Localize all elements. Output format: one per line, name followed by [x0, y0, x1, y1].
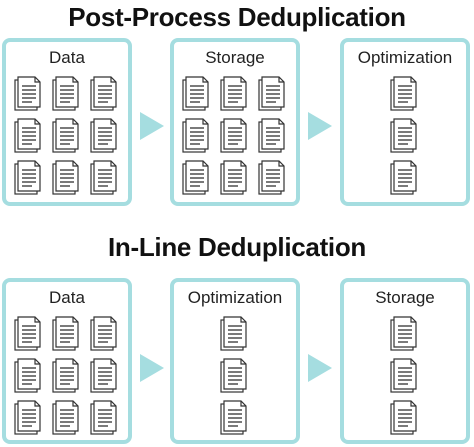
- panel-label: Data: [49, 48, 85, 67]
- in-line-optimization-panel: Optimization: [170, 278, 300, 444]
- document-icon: [52, 358, 80, 394]
- document-icon: [220, 76, 248, 112]
- arrow-icon: [140, 112, 164, 140]
- document-icon: [90, 160, 118, 196]
- document-icon: [390, 400, 418, 436]
- document-icon: [220, 316, 248, 352]
- panel-label: Storage: [205, 48, 265, 67]
- document-icon: [220, 118, 248, 154]
- document-icon: [258, 118, 286, 154]
- document-icon: [14, 316, 42, 352]
- document-icon: [52, 76, 80, 112]
- panel-label: Optimization: [187, 288, 283, 307]
- post-process-optimization-panel: Optimization: [340, 38, 470, 206]
- document-icon: [14, 118, 42, 154]
- post-process-title: Post-Process Deduplication: [68, 2, 406, 32]
- document-icon: [52, 118, 80, 154]
- document-icon: [390, 76, 418, 112]
- post-process-storage-panel: Storage: [170, 38, 300, 206]
- panel-label: Storage: [375, 288, 435, 307]
- document-icon: [90, 400, 118, 436]
- panel-label: Optimization: [357, 48, 453, 67]
- document-icon: [52, 160, 80, 196]
- document-icon: [390, 160, 418, 196]
- document-icon: [14, 76, 42, 112]
- document-icon: [90, 358, 118, 394]
- in-line-data-panel: Data: [2, 278, 132, 444]
- post-process-data-panel: Data: [2, 38, 132, 206]
- document-icon: [390, 316, 418, 352]
- panel-label: Data: [49, 288, 85, 307]
- document-icon: [14, 358, 42, 394]
- document-icon: [258, 76, 286, 112]
- document-icon: [182, 160, 210, 196]
- document-icon: [14, 160, 42, 196]
- document-icon: [90, 316, 118, 352]
- arrow-icon: [140, 354, 164, 382]
- document-icon: [220, 160, 248, 196]
- document-icon: [90, 118, 118, 154]
- document-icon: [182, 76, 210, 112]
- arrow-icon: [308, 354, 332, 382]
- document-icon: [182, 118, 210, 154]
- document-icon: [14, 400, 42, 436]
- document-icon: [90, 76, 118, 112]
- arrow-icon: [308, 112, 332, 140]
- document-icon: [52, 316, 80, 352]
- document-icon: [220, 400, 248, 436]
- document-icon: [390, 358, 418, 394]
- document-icon: [52, 400, 80, 436]
- in-line-storage-panel: Storage: [340, 278, 470, 444]
- document-icon: [220, 358, 248, 394]
- document-icon: [390, 118, 418, 154]
- in-line-title: In-Line Deduplication: [107, 232, 367, 262]
- document-icon: [258, 160, 286, 196]
